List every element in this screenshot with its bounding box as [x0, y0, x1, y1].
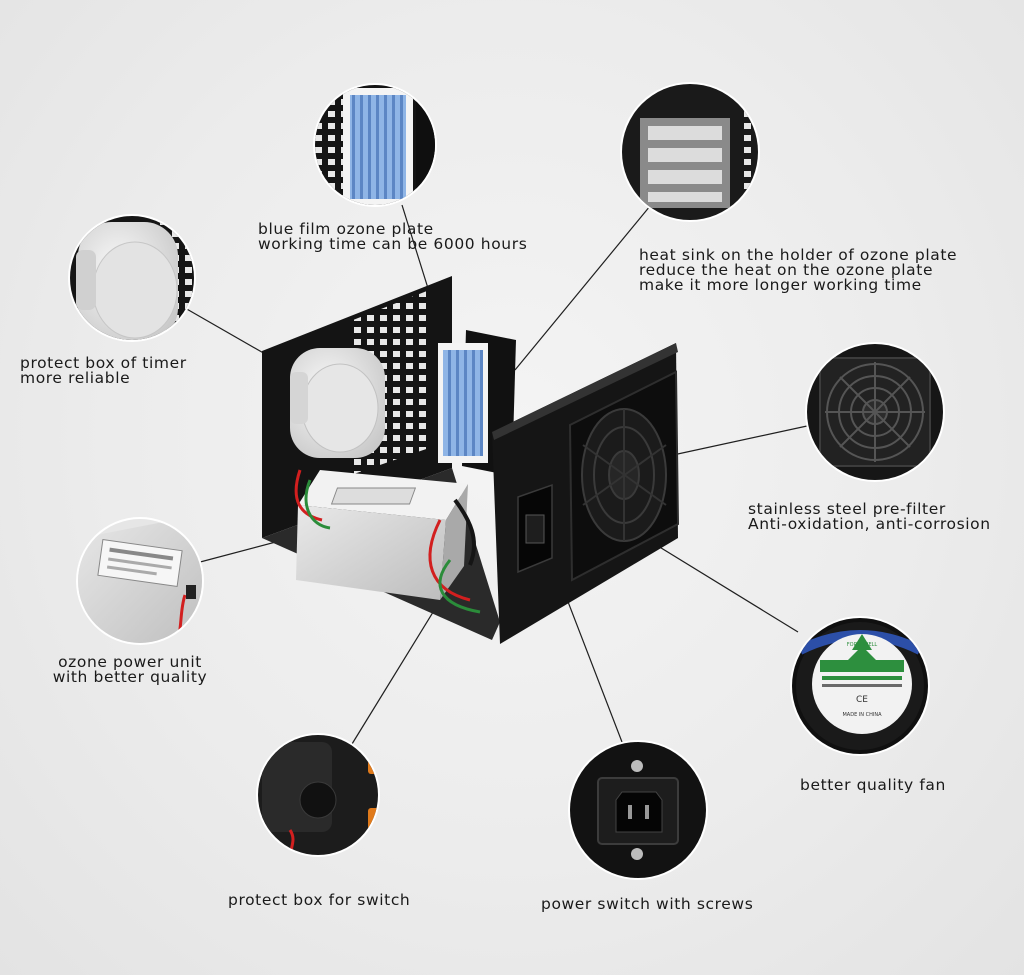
heat-sink-line2: reduce the heat on the ozone plate	[639, 261, 934, 279]
wiring	[294, 469, 481, 614]
chassis-power-switch	[517, 483, 553, 574]
label-ozone-plate: blue film ozone plate working time can b…	[258, 220, 528, 253]
label-heat-sink: heat sink on the holder of ozone plate r…	[639, 246, 958, 294]
power-switch-line1: power switch with screws	[541, 895, 754, 913]
callout-circle-ozone-plate	[313, 83, 437, 207]
label-fan: better quality fan	[800, 776, 946, 794]
timer-box-line1: protect box of timer	[20, 354, 187, 372]
pre-filter-line1: stainless steel pre-filter	[748, 500, 946, 518]
label-switch-box: protect box for switch	[228, 891, 411, 909]
label-pre-filter: stainless steel pre-filter Anti-oxidatio…	[748, 500, 991, 533]
leader-fan	[639, 534, 799, 633]
label-power-switch: power switch with screws	[541, 895, 754, 913]
heat-sink-line1: heat sink on the holder of ozone plate	[639, 246, 958, 264]
power-unit-line2: with better quality	[52, 668, 208, 686]
label-power-unit: ozone power unit with better quality	[50, 653, 210, 686]
callout-circle-power-switch	[568, 740, 708, 880]
ozone-power-supply	[296, 470, 468, 600]
power-unit-line1: ozone power unit	[58, 653, 202, 671]
callout-circle-fan: CE MADE IN CHINA FORTHWELL	[790, 616, 930, 756]
fan-origin-text: MADE IN CHINA	[842, 712, 882, 718]
fan-line1: better quality fan	[800, 776, 946, 794]
callout-circle-timer-box	[68, 214, 196, 342]
callout-circle-pre-filter	[805, 342, 945, 482]
label-timer-box: protect box of timer more reliable	[20, 354, 187, 387]
heat-sink-line3: make it more longer working time	[639, 276, 922, 294]
fan-ce-mark: CE	[856, 695, 868, 705]
callout-circle-power-unit	[76, 517, 204, 645]
ozone-generator-chassis	[262, 276, 680, 644]
chassis-fan	[568, 370, 680, 582]
switch-box-line1: protect box for switch	[228, 891, 411, 909]
timer-box-line2: more reliable	[20, 369, 131, 387]
fan-brand-text: FORTHWELL	[847, 642, 878, 648]
ozone-plate-line1: blue film ozone plate	[258, 220, 434, 238]
timer-protect-box	[290, 348, 385, 458]
callout-circle-heat-sink	[620, 82, 760, 222]
pre-filter-line2: Anti-oxidation, anti-corrosion	[748, 515, 991, 533]
callout-circle-switch-box	[256, 733, 380, 857]
leader-heat-sink	[514, 199, 656, 371]
leader-lines	[184, 199, 808, 745]
ozone-plate-line2: working time can be 6000 hours	[258, 235, 528, 253]
